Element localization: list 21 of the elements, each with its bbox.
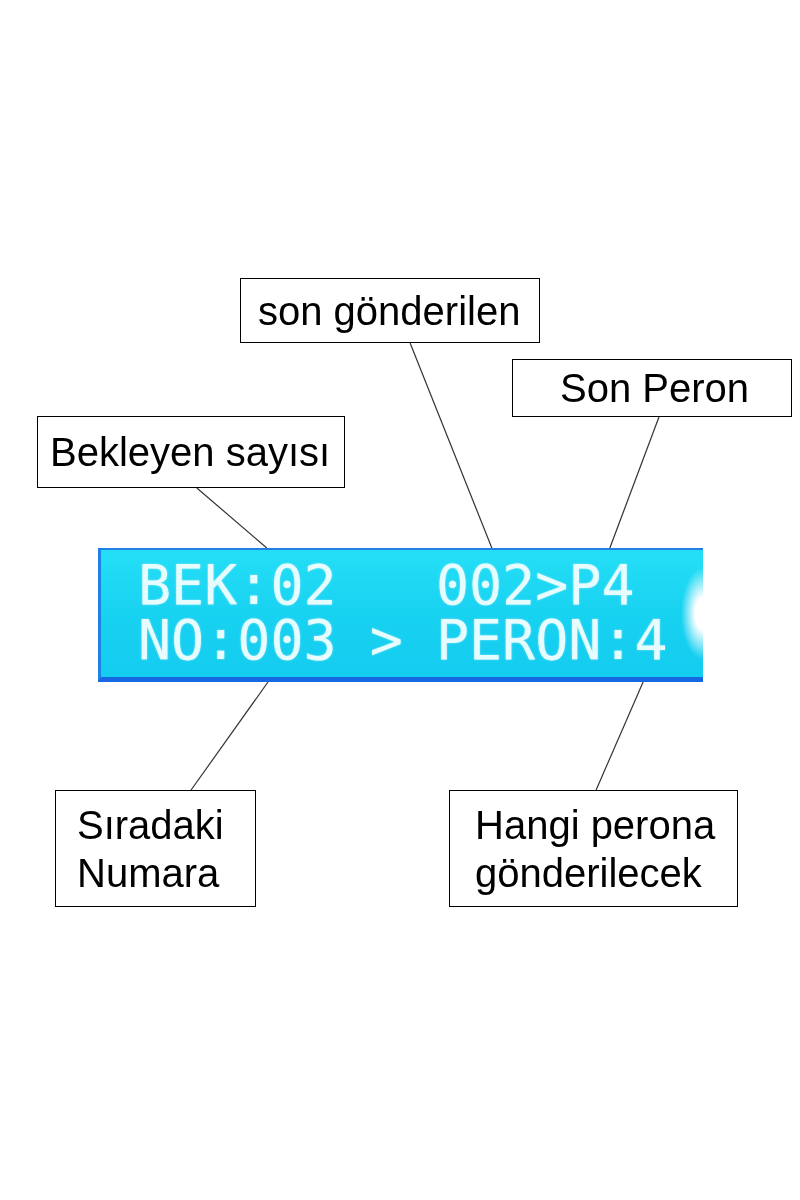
callout-text: Bekleyen sayısı xyxy=(50,429,332,476)
lcd-text: NO:003 xyxy=(138,613,337,668)
leader-line xyxy=(609,416,660,549)
callout-box xyxy=(512,359,792,417)
callout-box xyxy=(37,416,345,488)
lcd-text: PERON:4 xyxy=(435,613,668,668)
leader-line xyxy=(409,342,493,549)
lcd-text: 002>P4 xyxy=(435,558,635,613)
leader-line xyxy=(595,681,644,791)
callout-text: Hangi perona gönderilecek xyxy=(475,801,717,897)
callout-box xyxy=(240,278,540,343)
lcd-text: BEK:02 xyxy=(138,558,337,613)
callout-text: Son Peron xyxy=(560,365,751,412)
lcd-screen xyxy=(98,548,703,682)
callout-box xyxy=(449,790,738,907)
lcd-text: > xyxy=(369,613,403,668)
leader-line xyxy=(190,681,269,791)
callout-text: son gönderilen xyxy=(258,287,522,335)
callout-box xyxy=(55,790,256,907)
callout-text: Sıradaki Numara xyxy=(77,801,225,897)
leader-line xyxy=(196,487,268,549)
